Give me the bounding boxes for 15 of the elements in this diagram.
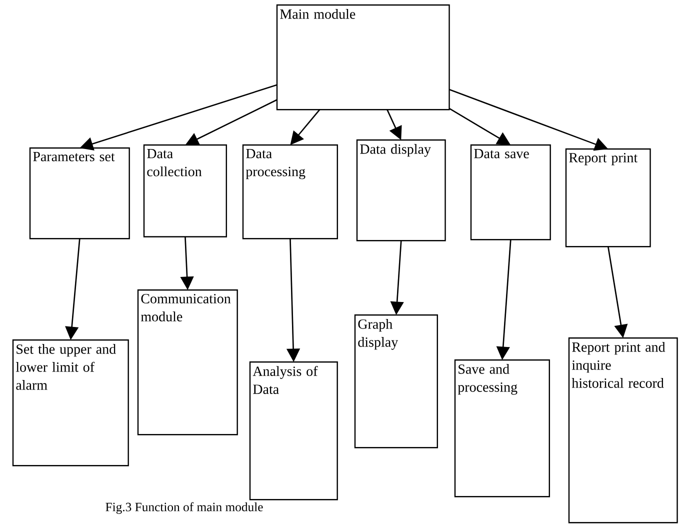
module-box: Data display — [356, 139, 446, 242]
module-box: Data processing — [242, 144, 338, 240]
module-box: Communication module — [137, 289, 238, 436]
module-box: Report print — [565, 148, 651, 248]
module-box: Parameters set — [29, 147, 130, 240]
arrow — [290, 109, 320, 145]
module-box: Data save — [470, 144, 551, 240]
module-box: Data collection — [143, 144, 227, 238]
module-box: Analysis of Data — [249, 361, 338, 500]
caption: Fig.3 Function of main module — [106, 502, 263, 514]
module-box: Set the upper and lower limit of alarm — [12, 339, 129, 466]
module-box: Graph display — [354, 314, 438, 448]
module-box: Save and processing — [454, 359, 550, 498]
module-box: Report print and inquire historical record — [568, 337, 678, 524]
module-box: Main module — [276, 4, 450, 110]
